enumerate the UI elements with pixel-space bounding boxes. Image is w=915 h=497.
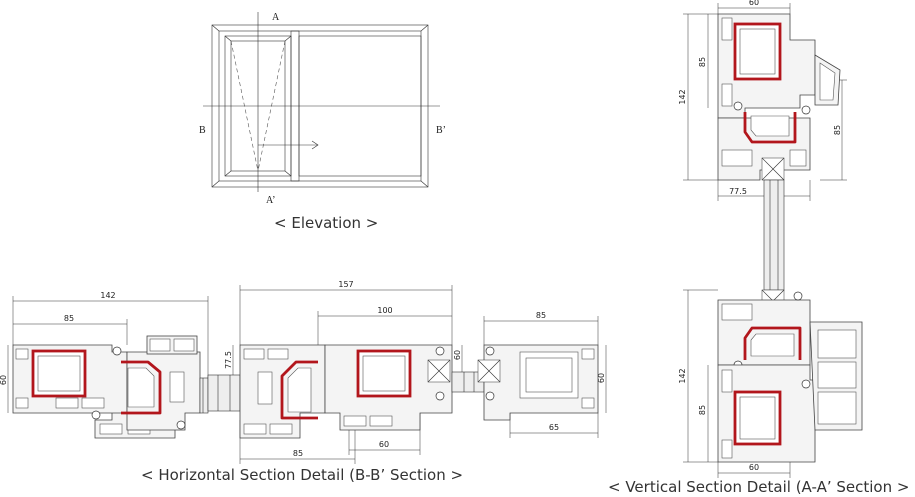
dim-60-right: 60	[597, 373, 606, 383]
dim-65: 65	[549, 423, 559, 432]
dim-142: 142	[100, 291, 115, 300]
dim-60-mid: 60	[453, 350, 462, 360]
vdim-77-5: 77.5	[729, 187, 747, 196]
dim-85-left: 85	[64, 314, 74, 323]
caption-vertical-section: < Vertical Section Detail (A-A’ Section …	[608, 478, 910, 496]
section-mark-b: B	[199, 125, 206, 136]
horizontal-left-sash	[121, 335, 330, 431]
vdim-85-right: 85	[833, 125, 842, 135]
vertical-bottom-sash	[717, 289, 811, 370]
elevation-view: A A’ B B’	[199, 12, 446, 206]
horizontal-interlock	[207, 344, 357, 439]
section-mark-a: A	[272, 12, 280, 23]
vertical-top-frame	[717, 13, 841, 119]
vdim-142-bottom: 142	[678, 368, 687, 383]
vdim-85-bottom: 85	[698, 405, 707, 415]
vertical-bottom-frame	[717, 321, 863, 463]
vertical-dimensions: 60 85 142 85 77.5 142 85 60	[678, 0, 847, 478]
vdim-85-top: 85	[698, 57, 707, 67]
vertical-top-sash	[717, 112, 811, 181]
dim-85-right: 85	[536, 311, 546, 320]
horizontal-right-frame	[451, 344, 599, 421]
dim-85-bottom: 85	[293, 449, 303, 458]
caption-horizontal-section: < Horizontal Section Detail (B-B’ Sectio…	[141, 466, 464, 484]
section-mark-b-prime: B’	[436, 125, 446, 136]
vdim-142-top: 142	[678, 89, 687, 104]
caption-elevation: < Elevation >	[274, 214, 379, 232]
vertical-section: 60 85 142 85 77.5 142 85 60	[678, 0, 863, 478]
dim-157: 157	[338, 280, 353, 289]
vdim-60-bottom: 60	[749, 463, 759, 472]
horizontal-mid-frame	[324, 344, 453, 431]
horizontal-section: 142 85 60 157 100 77.5 60 85 60	[0, 280, 607, 464]
section-mark-a-prime: A’	[266, 195, 275, 206]
vertical-glazing	[763, 179, 785, 291]
dim-60-left: 60	[0, 375, 8, 385]
dim-100: 100	[377, 306, 392, 315]
vdim-60-top: 60	[749, 0, 759, 7]
dim-77-5: 77.5	[224, 351, 233, 369]
dim-60-bottom: 60	[379, 440, 389, 449]
